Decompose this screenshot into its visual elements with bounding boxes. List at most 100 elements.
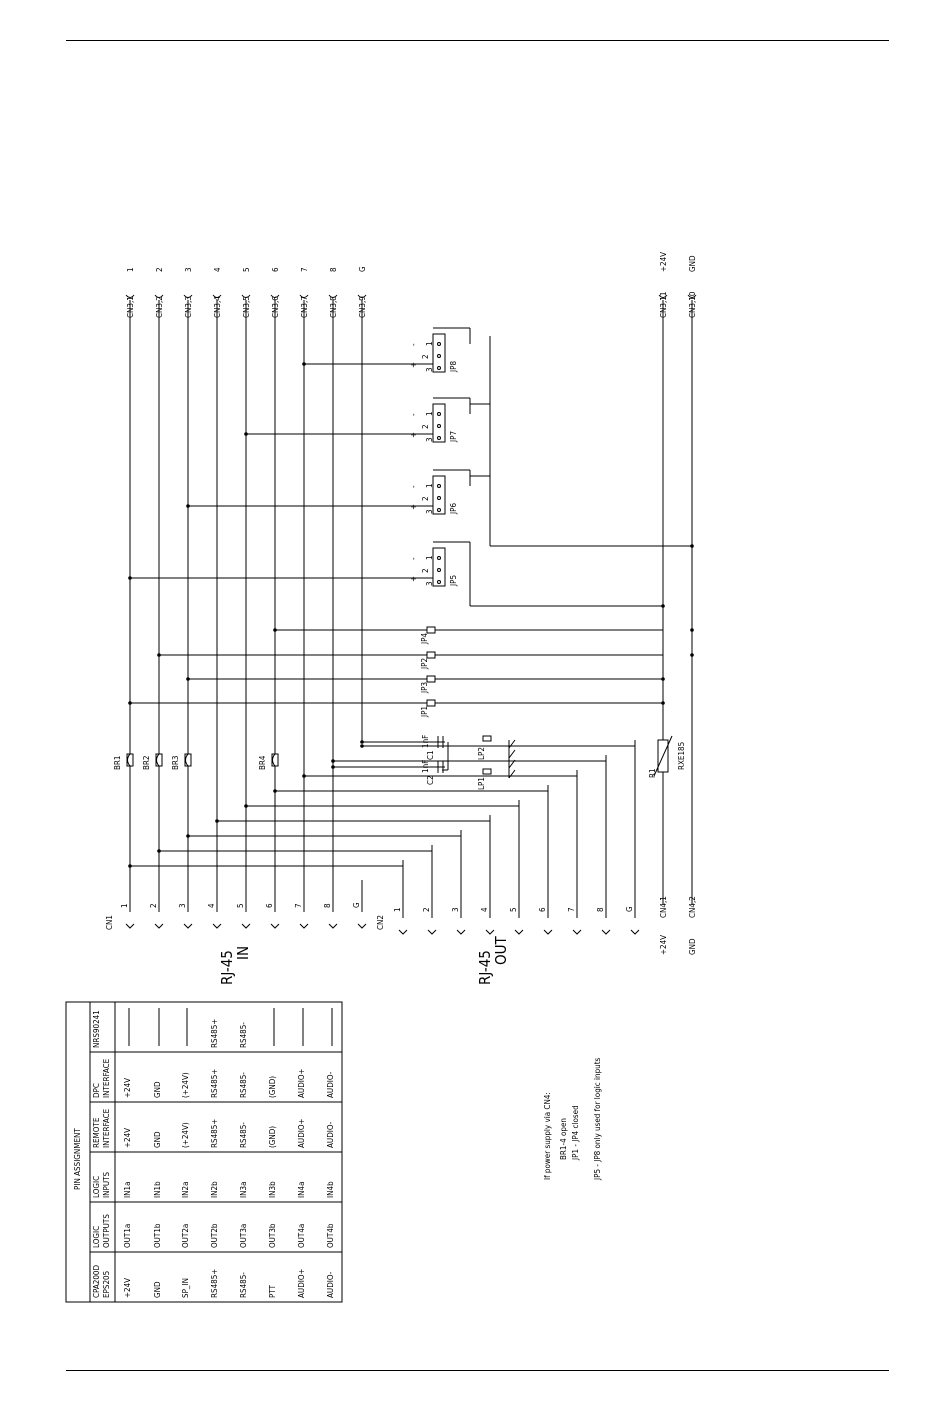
jumper-logic-label: JP6 <box>449 503 458 515</box>
cap-value-label: 1nF <box>421 735 430 748</box>
pin-mark <box>125 923 135 929</box>
table-cell: AUDIO+ <box>297 1068 306 1098</box>
table-cell: AUDIO- <box>326 1071 335 1098</box>
rj45-out-pin-label: 5 <box>509 907 518 912</box>
junction-dot <box>360 740 364 744</box>
table-cell: RS485+ <box>210 1269 219 1298</box>
rj45-in-pin-label: 3 <box>178 903 187 908</box>
table-cell: AUDIO- <box>326 1271 335 1298</box>
junction-dot <box>360 744 364 748</box>
junction-dot <box>128 864 132 868</box>
rj45-in-subtitle: IN <box>234 946 252 960</box>
jumper-pin-label: 3 <box>425 437 434 442</box>
cap-value-label: 1nF <box>421 760 430 773</box>
rj45-out-pin-label: 3 <box>451 907 460 912</box>
table-cell: RS485+ <box>210 1119 219 1148</box>
chassis-ground <box>508 739 516 779</box>
table-cell: RS485+ <box>210 1069 219 1098</box>
pin-mark <box>543 929 553 935</box>
jumper-logic-label: JP5 <box>449 575 458 587</box>
jumper-plus-label: + <box>409 504 418 510</box>
table-column-header: INTERFACE <box>102 1058 111 1098</box>
table-cell: IN1a <box>123 1182 132 1199</box>
r1-type-label: RXE185 <box>677 742 686 770</box>
cn3-pin-label: 8 <box>329 267 338 272</box>
cn3-power-label: +24V <box>659 252 668 272</box>
bridge-label: BR4 <box>258 755 267 770</box>
table-column-header: INPUTS <box>102 1171 111 1198</box>
cn3-pin-label: G <box>358 266 367 272</box>
jumper-power <box>426 651 436 659</box>
jumper-pin-label: 2 <box>421 424 430 429</box>
junction-dot <box>186 677 190 681</box>
jumper-pin <box>437 484 441 488</box>
table-cell: RS485+ <box>210 1019 219 1048</box>
rj45-out-pin-label: 1 <box>393 907 402 912</box>
table-cell: OUT1b <box>153 1223 162 1248</box>
junction-dot <box>690 653 694 657</box>
cn3-pin-label: 7 <box>300 267 309 272</box>
bridge-arc <box>156 753 160 767</box>
cn3-ref-label: CN3,5 <box>242 296 251 318</box>
cn3-ref-label: CN3,4 <box>213 296 222 318</box>
table-cell: OUT4b <box>326 1223 335 1248</box>
cn3-ref-label: CN3,7 <box>300 296 309 318</box>
table-cell: RS485- <box>239 1272 248 1298</box>
cn3-ref-label: CN3,9 <box>358 296 367 318</box>
jumper-power-label: JP2 <box>420 658 429 670</box>
junction-dot <box>331 759 335 763</box>
table-column-header: DPC <box>92 1083 101 1098</box>
jumper-pin <box>437 568 441 572</box>
cn3-ref-label: CN3,8 <box>329 296 338 318</box>
jumper-minus-label: - <box>409 557 418 560</box>
pin-assignment-table <box>65 1001 343 1303</box>
table-column-header: EPS205 <box>102 1271 111 1298</box>
cn4-ref-label: CN4,2 <box>688 896 697 918</box>
cn1-label: CN1 <box>105 915 114 930</box>
pin-mark <box>299 923 309 929</box>
jumper-power <box>426 699 436 707</box>
table-title: PIN ASSIGNMENT <box>73 1128 82 1190</box>
junction-dot <box>331 765 335 769</box>
cn3-ref-label: CN3,1 <box>126 296 135 318</box>
cn3-arc <box>125 294 135 298</box>
cn3-arc <box>212 294 222 298</box>
jumper-pin <box>437 496 441 500</box>
table-cell: IN2a <box>181 1182 190 1199</box>
jumper-logic-label: JP8 <box>449 361 458 373</box>
jumper-pin-label: 3 <box>425 509 434 514</box>
junction-dot <box>273 628 277 632</box>
cn3-arc <box>357 294 367 298</box>
table-cell: OUT3b <box>268 1223 277 1248</box>
junction-dot <box>661 701 665 705</box>
cn3-pin-label: 2 <box>155 267 164 272</box>
junction-dot <box>157 653 161 657</box>
ground <box>442 742 449 771</box>
junction-dot <box>690 628 694 632</box>
jumper-pin <box>437 354 441 358</box>
cn4-label: +24V <box>659 935 668 955</box>
cn3-arc <box>328 294 338 298</box>
bridge-arc <box>272 753 276 767</box>
jumper-pin-label: 1 <box>425 411 434 416</box>
jumper-minus-label: - <box>409 485 418 488</box>
pin-mark <box>212 923 222 929</box>
jumper-pin <box>437 424 441 428</box>
pin-mark <box>241 923 251 929</box>
lp1-symbol <box>482 768 492 775</box>
rj45-in-pin-label: 1 <box>120 903 129 908</box>
bridge-label: BR1 <box>113 755 122 770</box>
pin-mark <box>154 923 164 929</box>
lp2-symbol <box>482 735 492 742</box>
table-cell: GND <box>153 1081 162 1098</box>
jumper-pin-label: 3 <box>425 367 434 372</box>
junction-dot <box>302 362 306 366</box>
table-cell: GND <box>153 1131 162 1148</box>
table-cell: IN4a <box>297 1182 306 1199</box>
jumper-logic <box>432 403 446 443</box>
rj45-out-title: RJ-45 <box>476 950 494 985</box>
table-cell: RS485- <box>239 1072 248 1098</box>
jumper-plus-label: + <box>409 576 418 582</box>
